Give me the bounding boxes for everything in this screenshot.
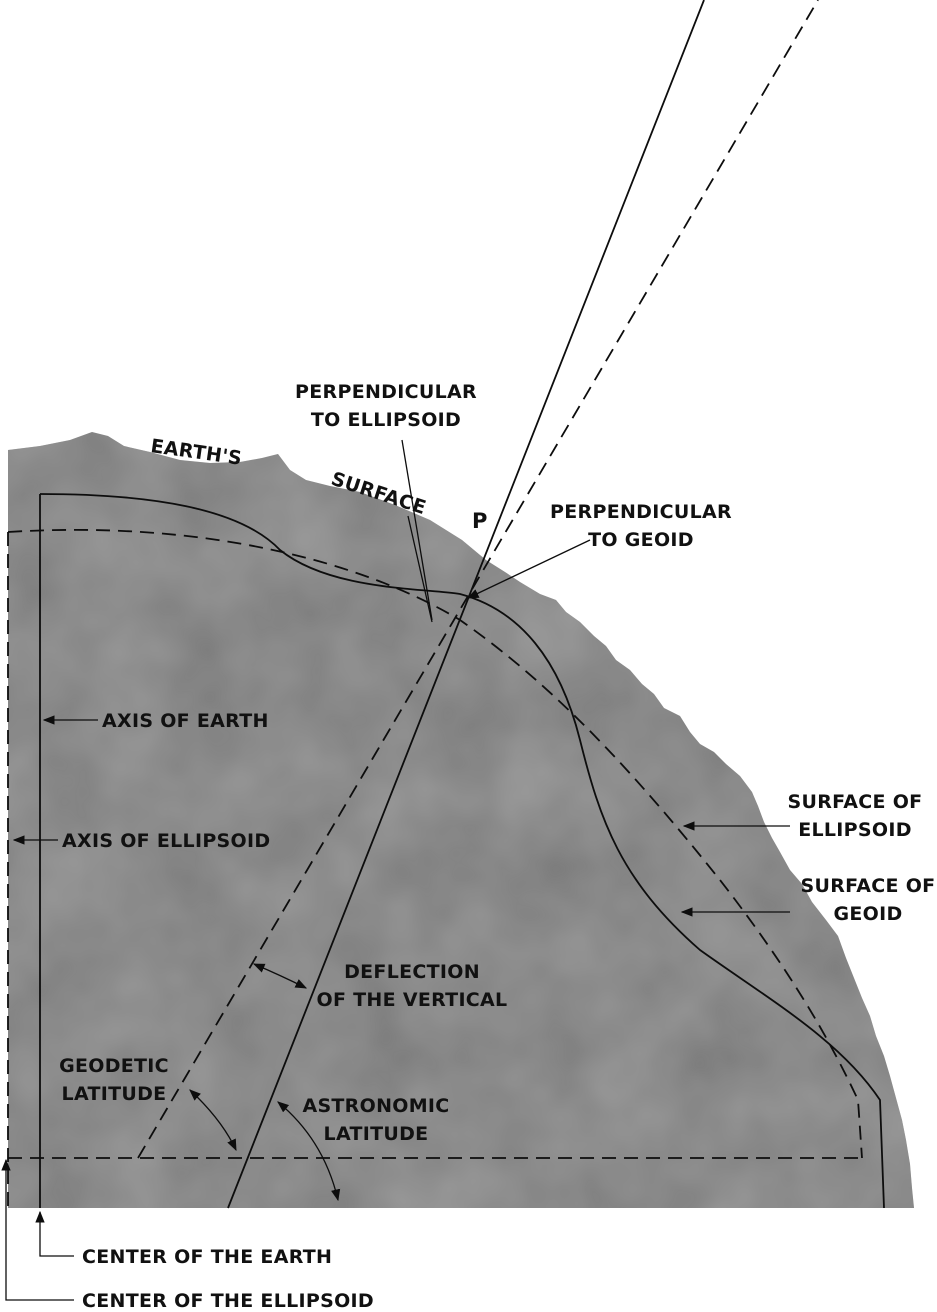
geodetic-latitude-arc [189,1089,237,1152]
label-deflection-1: DEFLECTION [344,961,480,983]
perpendicular-to-ellipsoid-line [137,0,819,1159]
label-axis-ellipsoid: AXIS OF ELLIPSOID [62,830,270,852]
label-perp-ellipsoid-2: TO ELLIPSOID [311,409,461,431]
surface-leader [407,515,433,623]
deflection-arc [252,963,308,989]
label-geodetic-1: GEODETIC [59,1055,169,1077]
center-ellipsoid-leader [1,1158,74,1301]
label-astronomic-1: ASTRONOMIC [302,1095,449,1117]
label-perp-geoid-1: PERPENDICULAR [550,501,732,523]
label-surface-ellipsoid-1: SURFACE OF [788,791,923,813]
center-earth-leader [35,1210,74,1257]
perp-geoid-leader [466,539,591,599]
label-surface-ellipsoid-2: ELLIPSOID [798,819,912,841]
label-point-p: P [472,509,487,533]
label-astronomic-2: LATITUDE [324,1123,429,1145]
geoid-surface-curve [39,493,885,1209]
label-geodetic-2: LATITUDE [62,1083,167,1105]
label-perp-ellipsoid-1: PERPENDICULAR [295,381,477,403]
label-center-ellipsoid: CENTER OF THE ELLIPSOID [82,1290,374,1312]
perpendicular-to-geoid-line [227,0,705,1209]
label-surface-geoid-1: SURFACE OF [801,875,936,897]
label-axis-earth: AXIS OF EARTH [102,710,269,732]
label-surface-geoid-2: GEOID [833,903,902,925]
label-center-earth: CENTER OF THE EARTH [82,1246,332,1268]
perp-ellipsoid-leader [401,439,433,621]
astronomic-latitude-arc [277,1101,341,1202]
label-deflection-2: OF THE VERTICAL [317,989,508,1011]
label-perp-geoid-2: TO GEOID [588,529,694,551]
earth-texture [8,432,914,1208]
ellipsoid-surface-curve [7,529,863,1159]
